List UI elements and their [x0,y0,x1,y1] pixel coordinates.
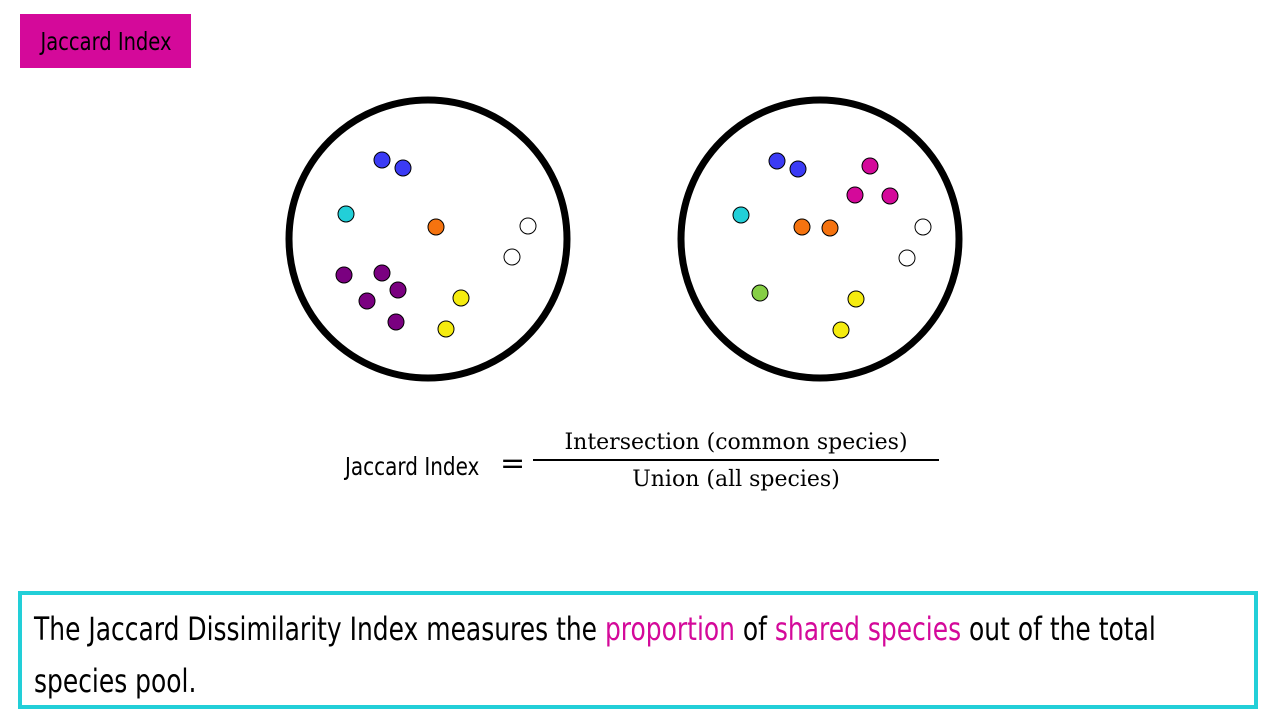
species-dot-yellow [437,320,455,338]
highlight-proportion: proportion [604,610,735,648]
species-dot-orange [821,219,839,237]
formula-fraction: Intersection (common species) Union (all… [533,430,939,492]
jaccard-formula: Jaccard Index = Intersection (common spe… [345,430,945,510]
species-dot-white [503,248,521,266]
species-dot-purple [373,264,391,282]
species-dot-blue [373,151,391,169]
species-dot-orange [427,218,445,236]
species-dot-yellow [832,321,850,339]
communities-diagram [285,96,963,382]
species-dot-white [914,218,932,236]
species-dot-magenta [846,186,864,204]
community-b [677,96,963,382]
species-dot-cyan [337,205,355,223]
formula-numerator: Intersection (common species) [564,430,908,455]
species-dot-white [519,217,537,235]
fraction-bar [533,459,939,461]
slide-title-box: Jaccard Index [20,14,191,68]
definition-text: The Jaccard Dissimilarity Index measures… [34,603,1157,707]
species-dot-magenta [861,157,879,175]
species-dot-blue [768,152,786,170]
species-dot-cyan [732,206,750,224]
community-b-circle [677,96,963,382]
species-dot-purple [335,266,353,284]
formula-lhs: Jaccard Index [345,452,480,481]
slide-title: Jaccard Index [39,26,172,56]
species-dot-yellow [847,290,865,308]
species-dot-yellow [452,289,470,307]
species-dot-purple [389,281,407,299]
species-dot-purple [387,313,405,331]
highlight-shared-species: shared species [774,610,962,648]
community-a [285,96,571,382]
definition-part-3: out of the total species pool. [34,610,1156,700]
formula-denominator: Union (all species) [632,467,840,492]
community-a-circle [285,96,571,382]
species-dot-blue [789,160,807,178]
formula-equals-sign: = [500,446,526,481]
species-dot-green [751,284,769,302]
species-dot-magenta [881,187,899,205]
species-dot-blue [394,159,412,177]
species-dot-purple [358,292,376,310]
definition-part-2: of [734,610,775,648]
species-dot-orange [793,218,811,236]
species-dot-white [898,249,916,267]
definition-part-1: The Jaccard Dissimilarity Index measures… [34,610,605,648]
definition-box: The Jaccard Dissimilarity Index measures… [18,591,1258,709]
